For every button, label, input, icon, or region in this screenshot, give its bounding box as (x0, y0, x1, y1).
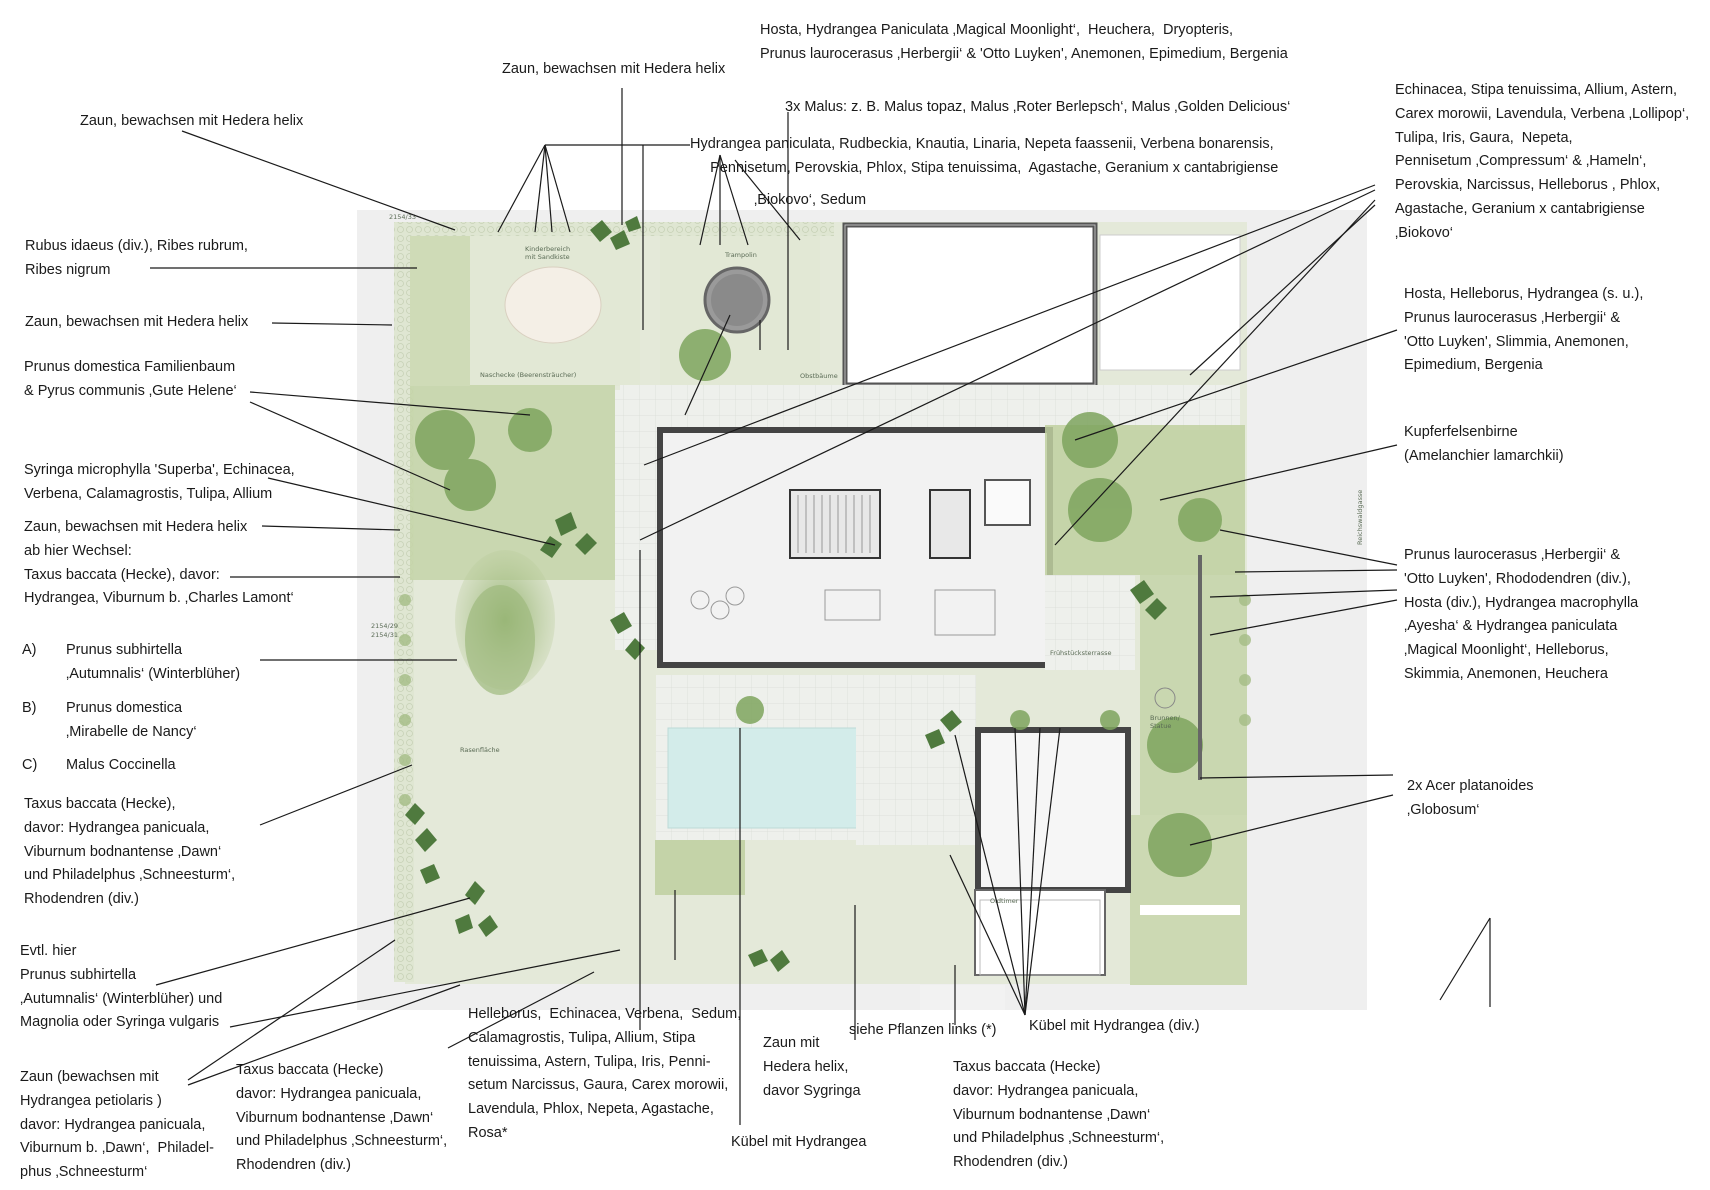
label-left-c-text: Malus Coccinella (66, 757, 176, 773)
label-left-prunus: Prunus domestica Familienbaum & Pyrus co… (24, 359, 237, 399)
plan-obstbaeume: Obstbäume (800, 372, 838, 380)
label-top-hosta: Hosta, Hydrangea Paniculata ‚Magical Moo… (760, 22, 1288, 62)
label-top-zaun: Zaun, bewachsen mit Hedera helix (502, 61, 726, 77)
label-bottom-kuebel: Kübel mit Hydrangea (731, 1134, 867, 1150)
label-bottom-siehe: siehe Pflanzen links (*) (849, 1022, 997, 1038)
leader-lines (150, 88, 1491, 1125)
plan-brunnen: Brunnen/Statue (1150, 714, 1181, 730)
label-bottom-helleborus: Helleborus, Echinacea, Verbena, Sedum, C… (468, 1006, 742, 1141)
plan-naschecke: Naschecke (Beerensträucher) (480, 371, 576, 379)
label-right-acer: 2x Acer platanoides ‚Globosum‘ (1407, 778, 1534, 818)
plan-parcel-mid1: 2154/29 (371, 622, 398, 630)
breakfast-terrace (1045, 575, 1135, 670)
label-bottom-zaun-petiolaris: Zaun (bewachsen mit Hydrangea petiolaris… (20, 1069, 214, 1181)
stairs (789, 489, 881, 559)
label-left-b-key: B) (22, 700, 37, 716)
plan-trampolin: Trampolin (724, 251, 757, 259)
label-left-syringa: Syringa microphylla 'Superba', Echinacea… (24, 462, 295, 502)
plant-symbols (405, 216, 1167, 972)
label-right-hosta: Hosta, Helleborus, Hydrangea (s. u.), Pr… (1404, 286, 1644, 374)
plan-road-label: Reichswaldgasse (1356, 490, 1364, 545)
plan-parcel-mid2: 2154/31 (371, 631, 398, 639)
sandpit (504, 266, 602, 344)
tree-canopies (415, 329, 1222, 877)
plan-rasenflaeche: Rasenfläche (460, 746, 500, 754)
garage (842, 222, 1098, 388)
label-left-zaun2: Zaun, bewachsen mit Hedera helix (25, 314, 249, 330)
label-left-b-text: Prunus domestica ‚Mirabelle de Nancy‘ (66, 700, 197, 740)
fountain (1154, 687, 1176, 709)
label-left-a-key: A) (22, 642, 37, 658)
plan-parcel-top: 2154/33 (389, 213, 416, 221)
hedge-border (399, 594, 1251, 806)
label-left-evtl: Evtl. hier Prunus subhirtella ‚Autumnali… (20, 943, 223, 1031)
label-top-hydrangea: Hydrangea paniculata, Rudbeckia, Knautia… (690, 136, 1279, 176)
label-right-prunus: Prunus laurocerasus ‚Herbergii‘ & 'Otto … (1404, 547, 1639, 682)
label-left-taxus: Taxus baccata (Hecke), davor: Hydrangea … (24, 796, 236, 908)
carport (1099, 234, 1241, 371)
top-boundary-hedge (394, 222, 834, 236)
label-left-rubus: Rubus idaeus (div.), Ribes rubrum, Ribes… (25, 238, 248, 278)
label-left-zaun3: Zaun, bewachsen mit Hedera helix ab hier… (24, 519, 294, 607)
plan-oldtimer: Oldtimer (990, 897, 1019, 905)
label-right-kupfer: Kupferfelsenbirne (Amelanchier lamarchki… (1404, 424, 1564, 464)
berry-bed (410, 236, 470, 386)
plan-fruehstueck: Frühstücksterrasse (1050, 649, 1112, 657)
label-bottom-zaun-mit: Zaun mit Hedera helix, davor Sygringa (763, 1035, 861, 1099)
pool-bed (655, 840, 745, 895)
pool (667, 727, 879, 829)
label-bottom-kuebel-div: Kübel mit Hydrangea (div.) (1029, 1018, 1200, 1034)
label-left-c-key: C) (22, 757, 38, 773)
annex (975, 727, 1131, 893)
label-top-biokovo: ‚Biokovo‘, Sedum (754, 192, 867, 208)
bottom-white (920, 985, 1005, 1010)
label-right-echinacea: Echinacea, Stipa tenuissima, Allium, Ast… (1395, 82, 1690, 241)
right-fence-line (1198, 555, 1202, 780)
label-bottom-taxus2: Taxus baccata (Hecke) davor: Hydrangea p… (953, 1059, 1165, 1171)
label-left-a-text: Prunus subhirtella ‚Autumnalis‘ (Winterb… (66, 642, 241, 682)
dining-table (690, 586, 996, 636)
label-bottom-taxus1: Taxus baccata (Hecke) davor: Hydrangea p… (236, 1062, 448, 1174)
label-left-zaun1: Zaun, bewachsen mit Hedera helix (80, 113, 304, 129)
path-strip (620, 385, 1240, 430)
left-path (615, 390, 657, 650)
label-top-malus: 3x Malus: z. B. Malus topaz, Malus ‚Rote… (785, 99, 1291, 115)
patio (856, 675, 976, 845)
